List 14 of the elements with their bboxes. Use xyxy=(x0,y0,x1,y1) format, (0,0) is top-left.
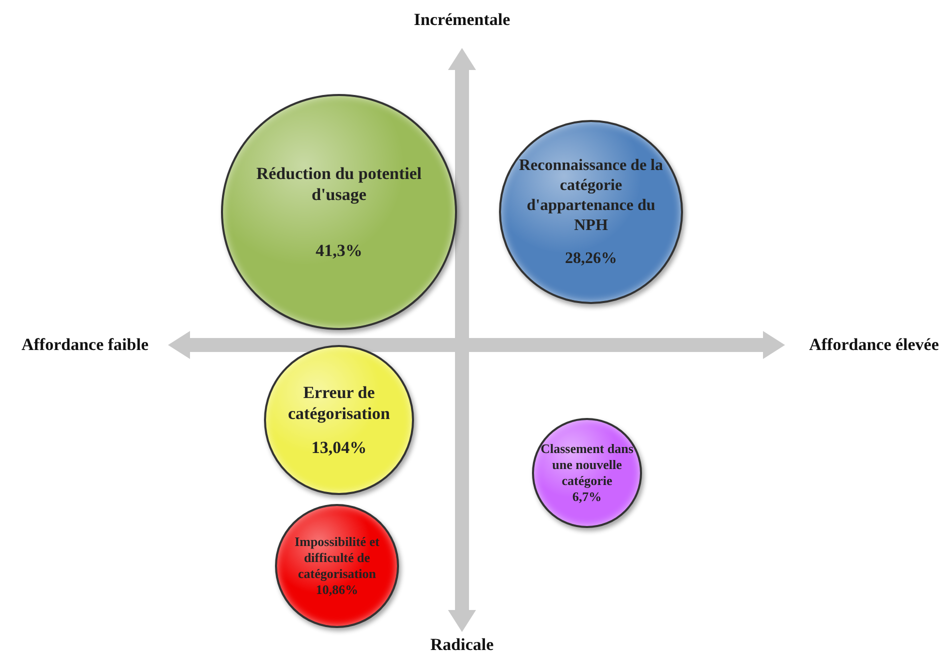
percentage-value: 28,26% xyxy=(565,250,617,268)
category-name: Classement dans une nouvelle catégorie xyxy=(540,440,634,490)
percentage-value: 6,7% xyxy=(572,489,602,506)
percentage-value: 10,86% xyxy=(316,582,358,598)
category-name: Erreur de catégorisation xyxy=(287,382,391,424)
axis-label: Radicale xyxy=(430,635,494,655)
percentage-value: 41,3% xyxy=(316,241,362,262)
percentage-value: 13,04% xyxy=(311,438,367,458)
axis-label: Affordance élevée xyxy=(809,335,939,355)
category-name: Reconnaissance de la catégorie d'appartenance du NPH xyxy=(518,156,664,236)
axis-label: Incrémentale xyxy=(414,10,510,30)
axis-label: Affordance faible xyxy=(22,335,148,355)
category-name: Impossibilité et difficulté de catégorisation xyxy=(294,534,380,582)
category-name: Réduction du potentiel d'usage xyxy=(255,162,423,206)
